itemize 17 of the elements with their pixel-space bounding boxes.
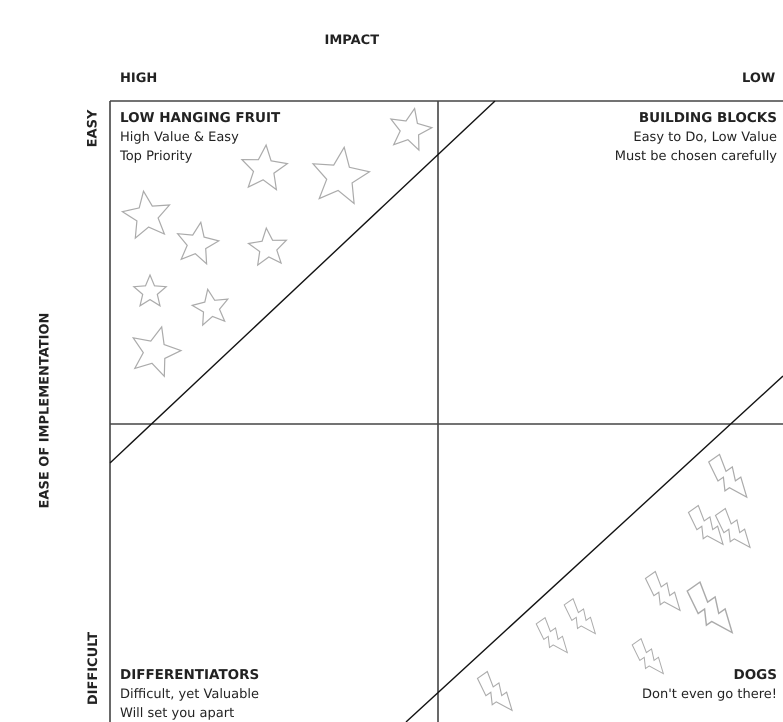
axis-title: EASE OF IMPLEMENTATION [37, 312, 52, 508]
quadrant-heading: DIFFERENTIATORS [120, 666, 260, 685]
quadrant-description: High Value & Easy [120, 129, 240, 147]
axis-end-label: HIGH [120, 70, 158, 86]
axis-end-label: DIFFICULT [86, 631, 101, 705]
quadrant-description: Top Priority [120, 148, 194, 166]
quadrant-description: Difficult, yet Valuable [120, 686, 260, 704]
quadrant-description: Will set you apart [120, 705, 236, 722]
quadrant-heading: LOW HANGING FRUIT [120, 109, 282, 128]
quadrant-heading: BUILDING BLOCKS [638, 109, 777, 128]
axis-end-label: LOW [742, 70, 776, 86]
axis-title: IMPACT [324, 32, 380, 48]
quadrant-description: Don't even go there! [640, 686, 777, 704]
quadrant-heading: DOGS [732, 666, 777, 685]
quadrant-description: Must be chosen carefully [614, 148, 777, 166]
axis-end-label: EASY [85, 109, 100, 147]
quadrant-description: Easy to Do, Low Value [632, 129, 777, 147]
